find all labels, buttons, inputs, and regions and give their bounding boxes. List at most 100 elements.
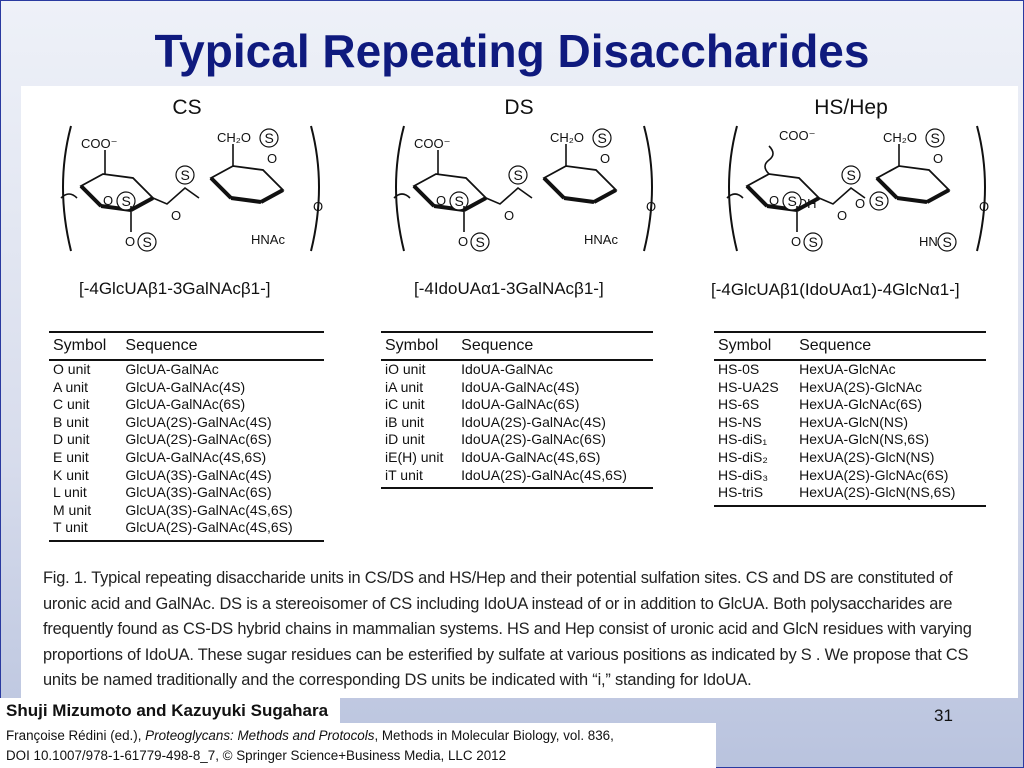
unit-sequence: GlcUA-GalNAc (125, 361, 219, 377)
unit-symbol: iC unit (385, 396, 425, 413)
ring-bold-edge (593, 188, 617, 204)
sulfate-label: S (847, 167, 856, 183)
amino-label: HN (919, 234, 938, 249)
sulfate-label: S (809, 234, 818, 250)
page-number: 31 (934, 706, 953, 725)
column-header-sequence: Sequence (795, 331, 986, 361)
sulfate-circle (782, 191, 802, 211)
ring-bold-edge (875, 176, 899, 200)
table-row: A unit GlcUA-GalNAc(4S) (49, 379, 324, 397)
footer-citation: Françoise Rédini (ed.), Proteoglycans: M… (0, 723, 716, 768)
unit-sequence: GlcUA-GalNAc(6S) (125, 396, 246, 413)
unit-symbol: HS-6S (718, 396, 760, 413)
ring-oxygen: O (769, 193, 779, 208)
slide-title: Typical Repeating Disaccharides (154, 25, 870, 77)
citation-book-title: Proteoglycans: Methods and Protocols (145, 728, 375, 743)
sulfate-circle (841, 165, 861, 185)
ring-oxygen: O (103, 193, 113, 208)
unit-sequence: HexUA(2S)-GlcN(NS) (799, 448, 935, 465)
unit-symbol: HS-UA2S (718, 378, 779, 395)
column-header-symbol: Symbol (49, 331, 122, 361)
unit-symbol: T unit (49, 519, 122, 542)
carboxyl-label: COO⁻ (414, 136, 450, 151)
panel-header-cs: CS (172, 96, 202, 119)
unit-sequence: GlcUA-GalNAc(4S,6S) (125, 448, 267, 465)
figure-caption: Fig. 1. Typical repeating disaccharide u… (43, 569, 972, 689)
unit-sequence: IdoUA-GalNAc (461, 361, 553, 377)
unit-sequence: HexUA-GlcN(NS) (799, 413, 908, 430)
ch2o-label: CH₂O (217, 130, 251, 145)
ring-bold-edge (542, 176, 566, 200)
unit-symbol: O unit (53, 361, 91, 377)
chain-oxygen: O (313, 199, 323, 214)
unit-sequence: GlcUA(2S)-GalNAc(6S) (125, 431, 272, 448)
carboxyl-label: COO⁻ (779, 128, 815, 143)
unit-sequence: HexUA(2S)-GlcNAc(6S) (799, 466, 949, 483)
ring-bold-edge (926, 188, 950, 204)
sulfate-circle (803, 232, 823, 252)
ring-oxygen: O (791, 234, 801, 249)
hydroxyl-label: OH (797, 196, 817, 211)
unit-sequence: GlcUA(3S)-GalNAc(4S,6S) (125, 501, 293, 518)
sulfate-label: S (143, 234, 152, 250)
unit-symbol: iO unit (385, 361, 426, 377)
ring-bold-edge (745, 184, 769, 208)
formula-hs: [-4GlcUAβ1(IdoUAα1)-4GlcNα1-] (711, 280, 960, 299)
ch2o-label: CH₂O (550, 130, 584, 145)
ring-oxygen: O (267, 151, 277, 166)
repeat-bracket (976, 125, 986, 252)
sulfate-label: S (476, 234, 485, 250)
unit-symbol: iB unit (385, 413, 424, 430)
ring-bold-edge (563, 196, 595, 204)
unit-sequence: IdoUA(2S)-GalNAc(4S,6S) (457, 466, 653, 490)
unit-symbol: C unit (53, 396, 90, 413)
ring-oxygen: O (125, 234, 135, 249)
sulfate-label: S (943, 234, 952, 250)
repeat-bracket (728, 125, 738, 252)
ring-oxygen: O (855, 196, 865, 211)
sulfate-circle (869, 191, 889, 211)
sulfate-circle (116, 191, 136, 211)
ring-oxygen: O (171, 208, 181, 223)
unit-symbol: iT unit (381, 466, 458, 490)
unit-symbol: HS-0S (718, 361, 760, 377)
ring-bold-edge (463, 196, 487, 212)
citation-editor: Françoise Rédini (ed.), (6, 728, 146, 743)
unit-symbol: iD unit (385, 431, 425, 448)
glycosidic-bond (152, 186, 200, 205)
unit-sequence: HexUA(2S)-GlcN(NS,6S) (795, 484, 986, 507)
footer-authors: Shuji Mizumoto and Kazuyuki Sugahara (0, 698, 340, 723)
sulfate-label: S (788, 193, 797, 209)
ring-oxygen: O (504, 208, 514, 223)
repeat-bracket (643, 125, 653, 252)
sulfate-circle (592, 128, 612, 148)
column-header-sequence: Sequence (121, 331, 324, 361)
unit-symbol: A unit (53, 378, 89, 395)
unit-symbol: HS-diS₁ (718, 431, 768, 448)
repeat-bracket (395, 125, 405, 252)
sulfate-circle (508, 165, 528, 185)
ring-bold-edge (260, 188, 284, 204)
panel-header-ds: DS (504, 96, 534, 119)
table-row: E unit GlcUA-GalNAc(4S,6S) (49, 449, 324, 467)
ring-oxygen: O (933, 151, 943, 166)
unit-sequence: GlcUA-GalNAc(4S) (125, 378, 246, 395)
unit-symbol: HS-triS (714, 484, 796, 507)
unit-symbol: HS-diS₂ (718, 448, 768, 465)
unit-symbol: E unit (53, 448, 89, 465)
sulfate-circle (175, 165, 195, 185)
unit-sequence: HexUA-GlcNAc (799, 361, 896, 377)
sulfate-label: S (931, 130, 940, 146)
